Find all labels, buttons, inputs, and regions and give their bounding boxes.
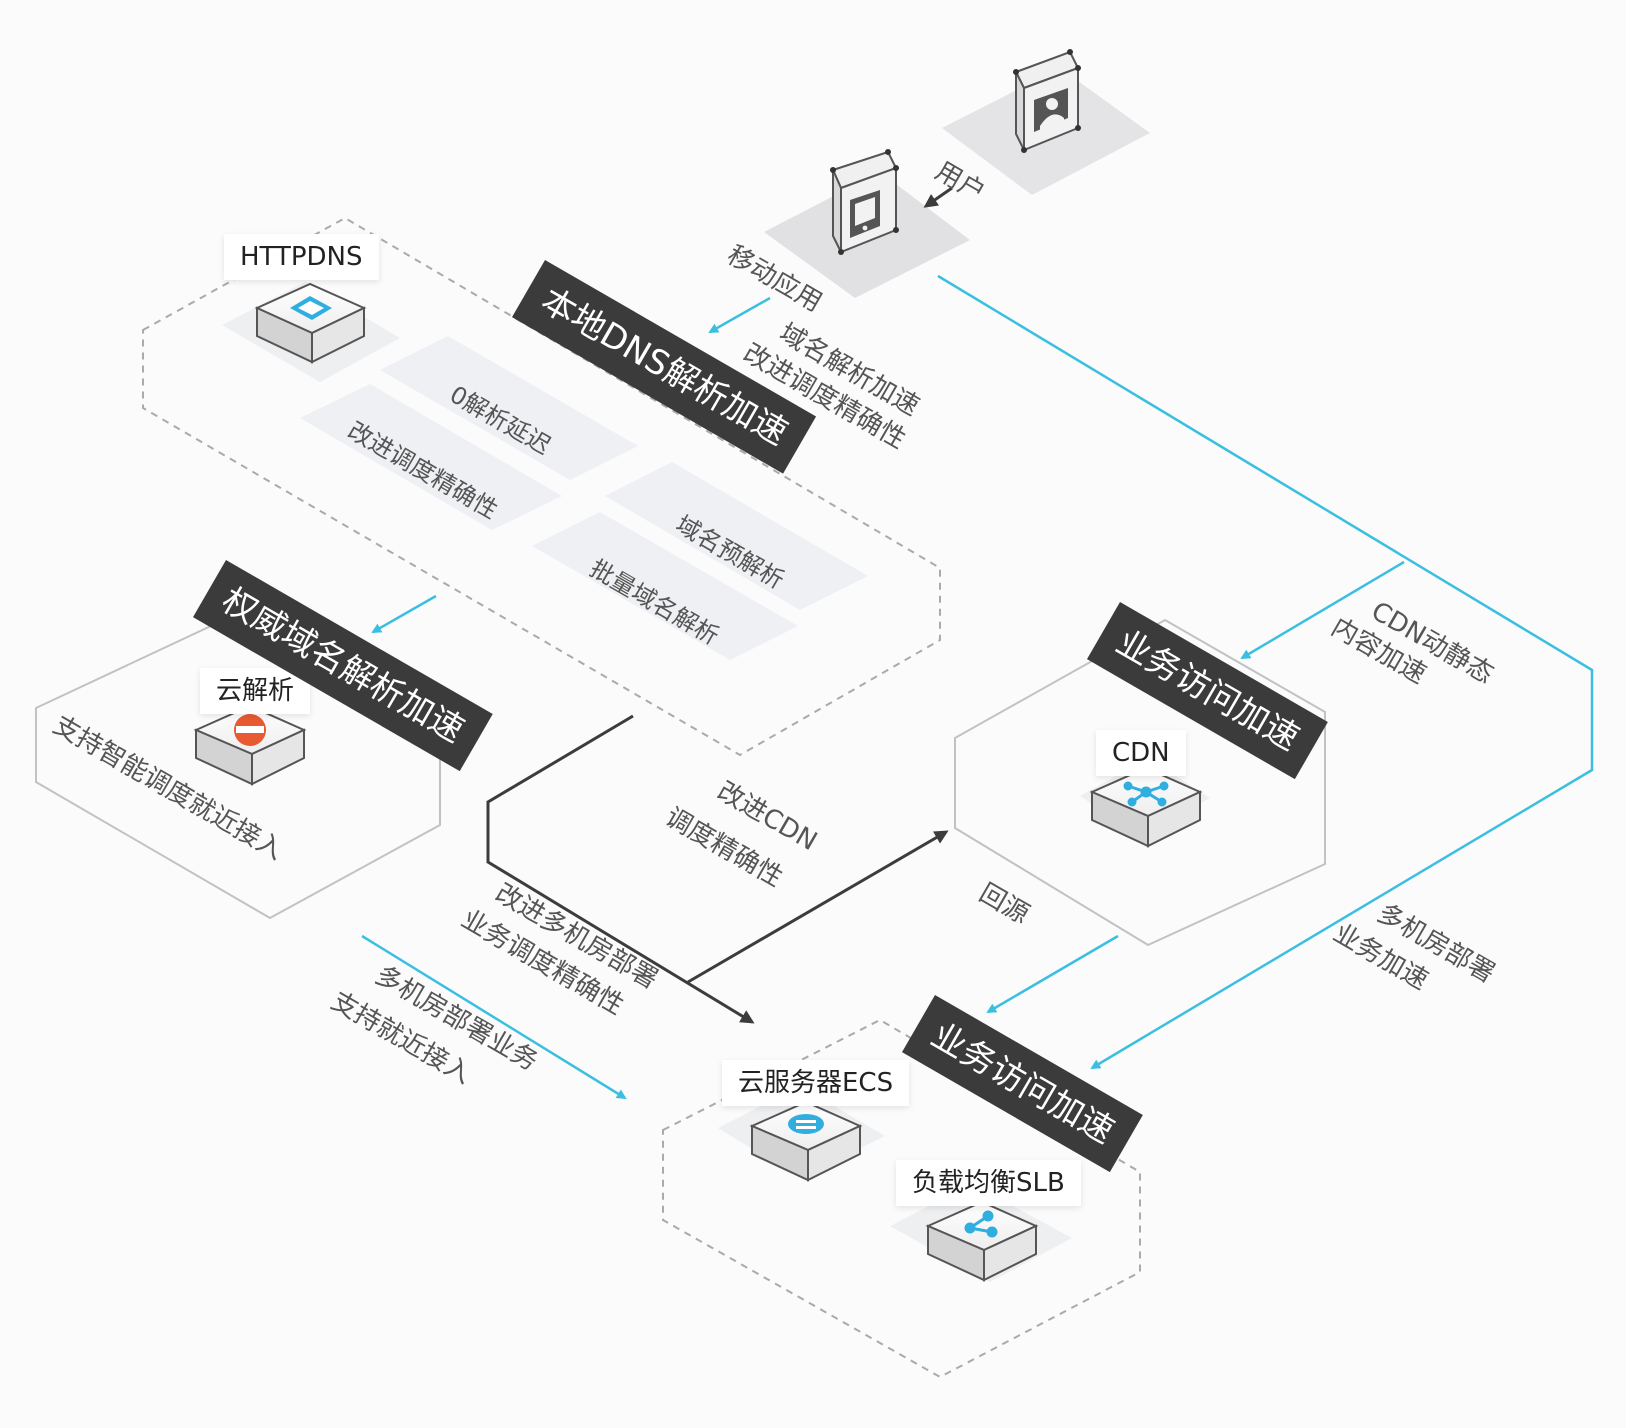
ecs-zone-outline — [662, 1018, 1141, 1379]
cdn-network-icon — [1123, 781, 1169, 807]
slb-tag: 负载均衡SLB — [896, 1160, 1081, 1206]
httpdns-tag: HTTPDNS — [224, 234, 379, 280]
ecs-tag: 云服务器ECS — [722, 1060, 910, 1106]
cdn-box — [1089, 766, 1203, 848]
chip-bg-zero-latency — [380, 336, 638, 480]
arrow-to-cdn — [1240, 560, 1405, 660]
cloud-dns-logo-icon — [234, 714, 266, 746]
httpdns-box — [254, 282, 367, 364]
dns-to-ecs-line — [486, 714, 755, 1024]
httpdns-zone-outline — [142, 216, 941, 757]
user-device — [1013, 49, 1081, 153]
cloud-server-icon — [788, 1114, 824, 1134]
load-balancer-icon — [964, 1210, 998, 1238]
cdn-tag: CDN — [1096, 730, 1186, 776]
mobile-to-backbone-line — [937, 274, 1594, 1070]
cdn-zone-outline — [954, 618, 1326, 947]
phone-icon — [850, 190, 880, 238]
cloud-dns-box — [193, 704, 307, 786]
arrow-user-to-mobile — [923, 186, 953, 208]
slb-box — [925, 1200, 1039, 1282]
arrow-to-authoritative-dns — [371, 594, 437, 634]
arrow-to-cdn-dark — [687, 830, 949, 984]
arrow-nearby-access — [361, 934, 627, 1100]
mobile-device — [830, 149, 899, 255]
cloud-dns-tag: 云解析 — [200, 668, 311, 714]
arrow-origin — [986, 934, 1119, 1014]
arrow-to-local-dns — [708, 296, 771, 334]
user-avatar-icon — [1034, 88, 1068, 132]
ecs-box — [749, 1100, 863, 1182]
chip-bg-batch-resolve — [532, 512, 798, 660]
chip-bg-pre-resolve — [605, 462, 868, 610]
httpdns-icon — [290, 296, 332, 320]
chip-bg-improve-precision — [300, 384, 562, 530]
